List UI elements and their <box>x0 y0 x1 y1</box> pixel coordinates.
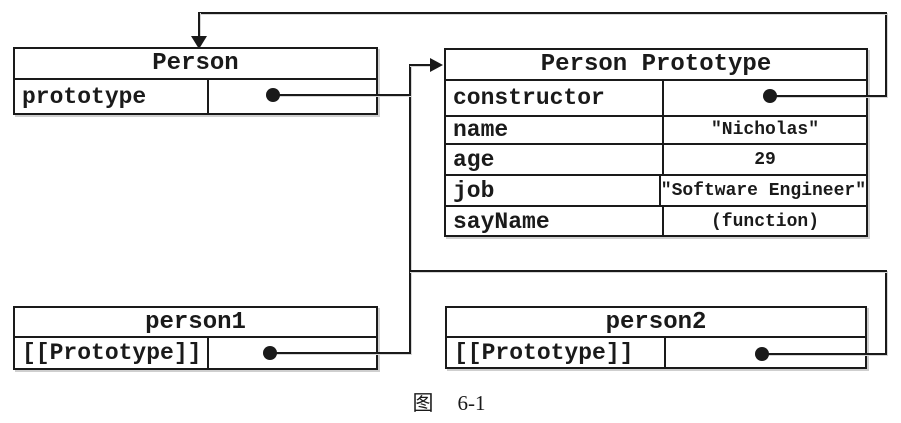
prototype-spine-line <box>409 64 411 354</box>
person1-box-title: person1 <box>15 308 376 338</box>
arrowhead-to-person-icon <box>191 36 207 49</box>
figure-caption: 图 6-1 <box>339 387 559 417</box>
table-row: name "Nicholas" <box>446 115 866 143</box>
sayname-label: sayName <box>446 207 664 237</box>
person-prototype-box: Person Prototype constructor name "Nicho… <box>444 48 868 237</box>
person2-pointer-line <box>409 270 887 272</box>
age-value: 29 <box>754 149 776 170</box>
constructor-pointer-line <box>885 12 887 97</box>
constructor-pointer-line <box>770 95 887 97</box>
constructor-pointer-dot-icon <box>763 89 777 103</box>
job-label: job <box>446 176 661 205</box>
person-prototype-pointer-dot-icon <box>266 88 280 102</box>
person-box: Person prototype <box>13 47 378 115</box>
age-label: age <box>446 145 664 174</box>
person-prototype-pointer-line <box>273 94 411 96</box>
person-prototype-label: prototype <box>15 80 209 113</box>
name-value: "Nicholas" <box>710 120 820 140</box>
table-row: [[Prototype]] <box>15 338 376 368</box>
constructor-label: constructor <box>446 81 664 115</box>
job-value: "Software Engineer" <box>660 180 866 201</box>
person-box-title: Person <box>15 49 376 80</box>
table-row: [[Prototype]] <box>447 338 865 367</box>
pointer-cell <box>209 80 376 113</box>
table-row: job "Software Engineer" <box>446 174 866 205</box>
person-prototype-box-title: Person Prototype <box>446 50 866 81</box>
figure-caption-label: 图 <box>412 391 434 415</box>
table-row: constructor <box>446 81 866 115</box>
table-row: age 29 <box>446 143 866 174</box>
sayname-value: (function) <box>710 212 820 232</box>
person1-box: person1 [[Prototype]] <box>13 306 378 370</box>
person2-pointer-line <box>885 270 887 355</box>
person2-box-title: person2 <box>447 308 865 338</box>
name-label: name <box>446 117 664 143</box>
person2-box: person2 [[Prototype]] <box>445 306 867 369</box>
person2-pointer-line <box>762 353 887 355</box>
person2-pointer-dot-icon <box>755 347 769 361</box>
figure-caption-number: 6-1 <box>457 391 486 415</box>
arrowhead-to-person-prototype-icon <box>430 58 443 72</box>
table-row: prototype <box>15 80 376 113</box>
constructor-pointer-line <box>198 12 887 14</box>
person1-prototype-label: [[Prototype]] <box>15 338 209 368</box>
person2-prototype-label: [[Prototype]] <box>447 338 666 367</box>
constructor-pointer-line <box>198 12 200 38</box>
table-row: sayName (function) <box>446 205 866 237</box>
person1-pointer-line <box>270 352 411 354</box>
prototype-spine-line <box>409 64 432 66</box>
person1-pointer-dot-icon <box>263 346 277 360</box>
